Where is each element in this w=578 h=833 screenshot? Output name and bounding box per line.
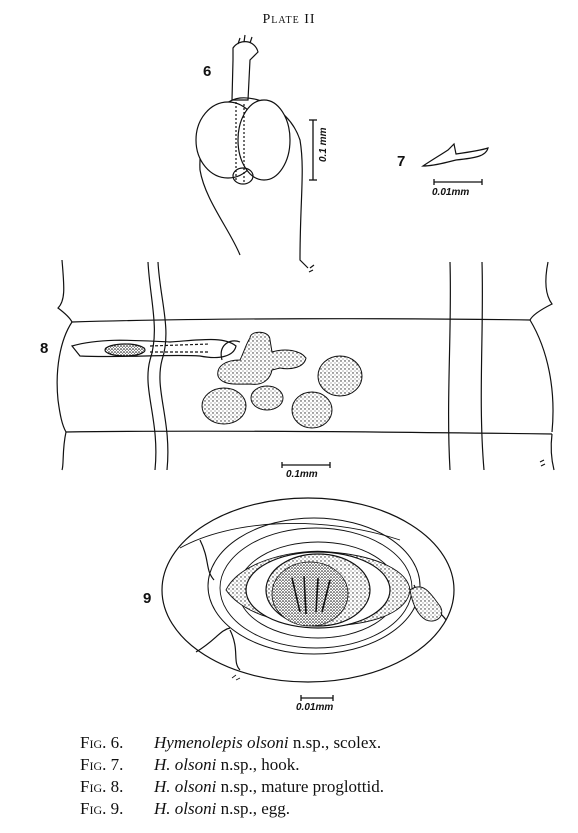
caption-label: Fig. 7.	[80, 755, 124, 774]
fig6-scolex-drawing	[195, 34, 315, 273]
caption-text: n.sp., egg.	[216, 799, 291, 818]
fig9-scale-label: 0.01mm	[296, 702, 334, 713]
fig9-scale-bar	[300, 695, 334, 701]
caption-label: Fig. 8.	[80, 777, 124, 796]
fig6-number: 6	[203, 63, 212, 80]
caption-label: Fig. 6.	[80, 733, 124, 752]
caption-species: H. olsoni	[154, 799, 217, 818]
fig6-scale-label: 0.1 mm	[318, 127, 329, 162]
fig6-scale-bar	[309, 119, 317, 181]
caption-text: n.sp., scolex.	[288, 733, 382, 752]
caption-fig9: Fig. 9. H. olsoni n.sp., egg.	[80, 798, 384, 820]
fig7-number: 7	[397, 153, 406, 170]
caption-fig8: Fig. 8. H. olsoni n.sp., mature proglotti…	[80, 776, 384, 798]
fig8-testes-and-ovary	[201, 331, 363, 429]
fig8-scale-label: 0.1mm	[286, 469, 318, 480]
caption-text: n.sp., mature proglottid.	[216, 777, 384, 796]
caption-species: H. olsoni	[154, 777, 217, 796]
caption-fig6: Fig. 6. Hymenolepis olsoni n.sp., scolex.	[80, 732, 384, 754]
fig7-scale-label: 0.01mm	[432, 187, 470, 198]
fig9-number: 9	[143, 590, 152, 607]
fig8-number: 8	[40, 340, 49, 357]
fig7-scale-bar	[433, 179, 483, 185]
caption-text: n.sp., hook.	[216, 755, 300, 774]
fig8-proglottid-drawing	[56, 259, 555, 471]
fig9-egg-drawing	[161, 497, 455, 683]
fig8-scale-bar	[281, 462, 331, 468]
caption-species: H. olsoni	[154, 755, 217, 774]
plate-title: Plate II	[262, 12, 316, 27]
caption-label: Fig. 9.	[80, 799, 124, 818]
caption-fig7: Fig. 7. H. olsoni n.sp., hook.	[80, 754, 384, 776]
figure-captions: Fig. 6. Hymenolepis olsoni n.sp., scolex.…	[80, 732, 384, 820]
fig7-hook-drawing	[421, 142, 489, 167]
caption-species: Hymenolepis olsoni	[154, 733, 289, 752]
